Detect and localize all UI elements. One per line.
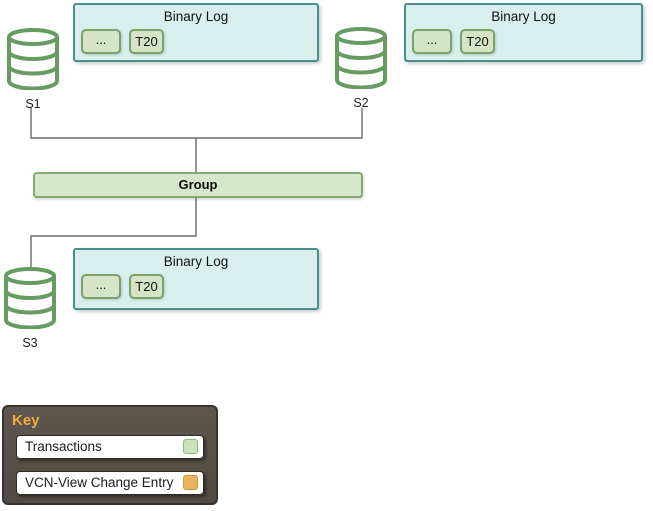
transaction-entry-ellipsis: ... <box>81 29 121 54</box>
server-label: S3 <box>22 336 38 350</box>
server-s2: S2 <box>334 27 388 110</box>
binary-log-entries: ... T20 <box>412 29 495 54</box>
database-icon <box>7 28 59 91</box>
server-label: S1 <box>25 97 41 111</box>
binary-log-entries: ... T20 <box>81 29 164 54</box>
server-s3: S3 <box>3 267 57 350</box>
legend-item-transactions: Transactions <box>16 435 204 459</box>
legend-title: Key <box>12 412 40 429</box>
server-s1: S1 <box>6 28 60 111</box>
binary-log-s1: Binary Log ... T20 <box>73 3 319 62</box>
binary-log-s2: Binary Log ... T20 <box>404 3 643 62</box>
database-icon <box>335 27 387 90</box>
binary-log-title: Binary Log <box>163 9 229 24</box>
legend-item-label: VCN-View Change Entry <box>25 475 174 490</box>
transaction-entry-ellipsis: ... <box>412 29 452 54</box>
database-icon <box>4 267 56 330</box>
binary-log-s3: Binary Log ... T20 <box>73 248 319 310</box>
transaction-entry-t20: T20 <box>129 29 164 54</box>
transaction-entry-t20: T20 <box>460 29 495 54</box>
legend-key-panel: Key Transactions VCN-View Change Entry <box>2 405 218 505</box>
legend-item-label: Transactions <box>25 439 102 454</box>
binary-log-title: Binary Log <box>163 254 229 269</box>
legend-item-vcn-view-change-entry: VCN-View Change Entry <box>16 471 204 495</box>
binary-log-entries: ... T20 <box>81 274 164 299</box>
transactions-swatch-icon <box>183 439 198 454</box>
group-bar: Group <box>33 172 363 198</box>
transaction-entry-ellipsis: ... <box>81 274 121 299</box>
transaction-entry-t20: T20 <box>129 274 164 299</box>
view-change-entry-swatch-icon <box>183 475 198 490</box>
binary-log-title: Binary Log <box>491 9 556 24</box>
server-label: S2 <box>353 96 369 110</box>
